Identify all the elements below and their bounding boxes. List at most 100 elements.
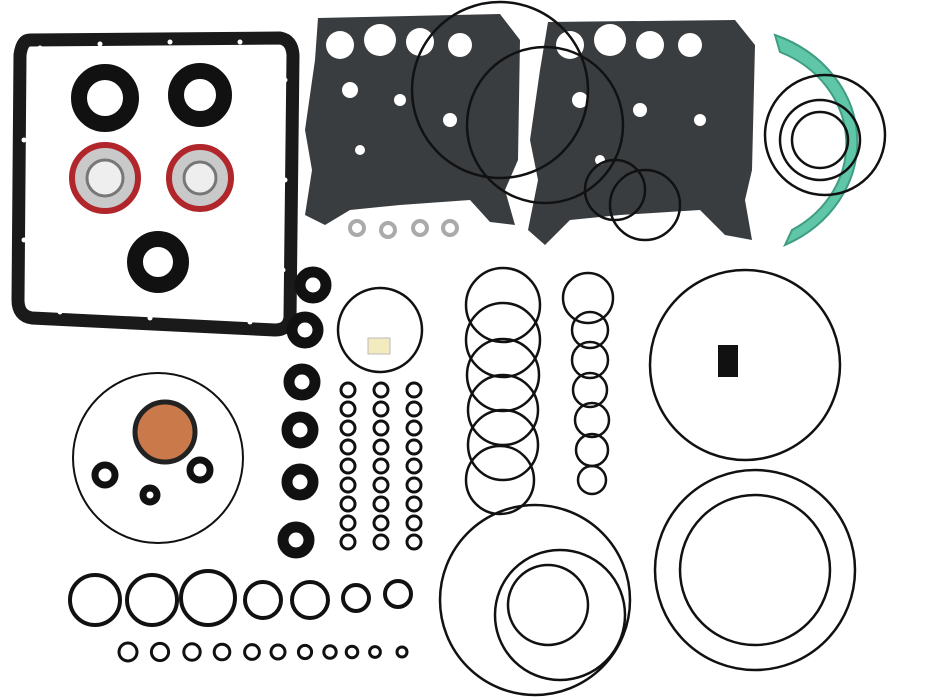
small-o-ring (372, 476, 390, 494)
copper-washer (379, 221, 397, 239)
small-o-ring (405, 476, 423, 494)
gasket-hole (594, 24, 626, 56)
o-ring (466, 408, 540, 482)
gasket-hole (364, 24, 396, 56)
small-o-ring (405, 438, 423, 456)
small-o-ring (372, 533, 390, 551)
small-o-ring (339, 438, 357, 456)
small-o-ring (339, 400, 357, 418)
small-o-ring (339, 533, 357, 551)
lip-seal (277, 521, 315, 559)
pan-bolt-hole (282, 177, 288, 183)
gasket-hole (633, 103, 647, 117)
gasket-hole (556, 31, 584, 59)
small-o-ring (117, 641, 139, 663)
o-ring (583, 158, 647, 222)
small-o-ring (344, 644, 360, 660)
copper-washer (348, 219, 366, 237)
small-o-ring (368, 645, 382, 659)
o-ring (763, 73, 887, 197)
filter-screen (367, 337, 391, 355)
small-o-ring (405, 533, 423, 551)
o-ring (464, 444, 536, 516)
small-o-ring (212, 642, 232, 662)
small-o-ring (339, 457, 357, 475)
pan-bolt-hole (97, 41, 103, 47)
pan-bolt-hole (280, 267, 286, 273)
lip-seal (286, 311, 324, 349)
small-o-ring (395, 645, 409, 659)
small-o-ring (149, 641, 171, 663)
o-ring (464, 301, 542, 379)
pan-bolt-hole (167, 39, 173, 45)
gasket-hole (448, 33, 472, 57)
gasket-hole (394, 94, 406, 106)
gasket-hole (326, 31, 354, 59)
o-ring (336, 286, 424, 374)
pan-bolt-hole (37, 45, 43, 51)
o-ring (574, 432, 610, 468)
small-o-ring (372, 419, 390, 437)
gasket-hole (342, 82, 358, 98)
small-o-ring (339, 476, 357, 494)
lip-seal (283, 363, 321, 401)
bearing-race (85, 158, 125, 198)
small-o-ring (372, 495, 390, 513)
pan-bolt-hole (237, 39, 243, 45)
o-ring (243, 580, 283, 620)
small-o-ring (339, 514, 357, 532)
o-ring (410, 0, 590, 180)
o-ring (465, 45, 625, 205)
o-ring (571, 371, 609, 409)
o-ring (383, 579, 413, 609)
gasket-hole (694, 114, 706, 126)
copper-washer (411, 219, 429, 237)
electrical-connector (718, 345, 738, 377)
green-gasket-arc (773, 33, 859, 247)
small-o-ring (339, 495, 357, 513)
o-ring (648, 268, 842, 462)
small-o-ring (243, 643, 261, 661)
small-o-ring (372, 457, 390, 475)
o-ring (576, 464, 608, 496)
small-o-ring (372, 438, 390, 456)
o-ring (493, 548, 627, 682)
oil-seal (127, 231, 189, 293)
o-ring (72, 372, 244, 544)
o-ring (570, 340, 610, 380)
small-o-ring (405, 400, 423, 418)
o-ring (506, 563, 590, 647)
small-o-ring (339, 419, 357, 437)
small-o-ring (372, 514, 390, 532)
gasket-hole (678, 33, 702, 57)
o-ring (68, 573, 122, 627)
pan-bolt-hole (21, 137, 27, 143)
o-ring (573, 401, 611, 439)
gasket-hole (572, 92, 588, 108)
pan-bolt-hole (247, 319, 253, 325)
accumulator-piston (132, 399, 198, 465)
small-o-ring (296, 643, 314, 661)
oil-seal (168, 63, 232, 127)
copper-washer (441, 219, 459, 237)
lip-seal (281, 411, 319, 449)
small-seal (139, 484, 161, 506)
pan-bolt-hole (21, 237, 27, 243)
o-ring (778, 98, 862, 182)
o-ring (290, 580, 330, 620)
small-o-ring (372, 381, 390, 399)
pan-bolt-hole (147, 315, 153, 321)
bearing-race (182, 160, 218, 196)
o-ring (790, 110, 850, 170)
lip-seal (281, 463, 319, 501)
small-seal (91, 461, 119, 489)
small-o-ring (405, 495, 423, 513)
oil-pan-gasket (11, 31, 300, 337)
o-ring (341, 583, 371, 613)
o-ring (125, 573, 179, 627)
oil-seal (71, 64, 139, 132)
pan-bolt-hole (282, 77, 288, 83)
gasket-hole (355, 145, 365, 155)
small-o-ring (372, 400, 390, 418)
